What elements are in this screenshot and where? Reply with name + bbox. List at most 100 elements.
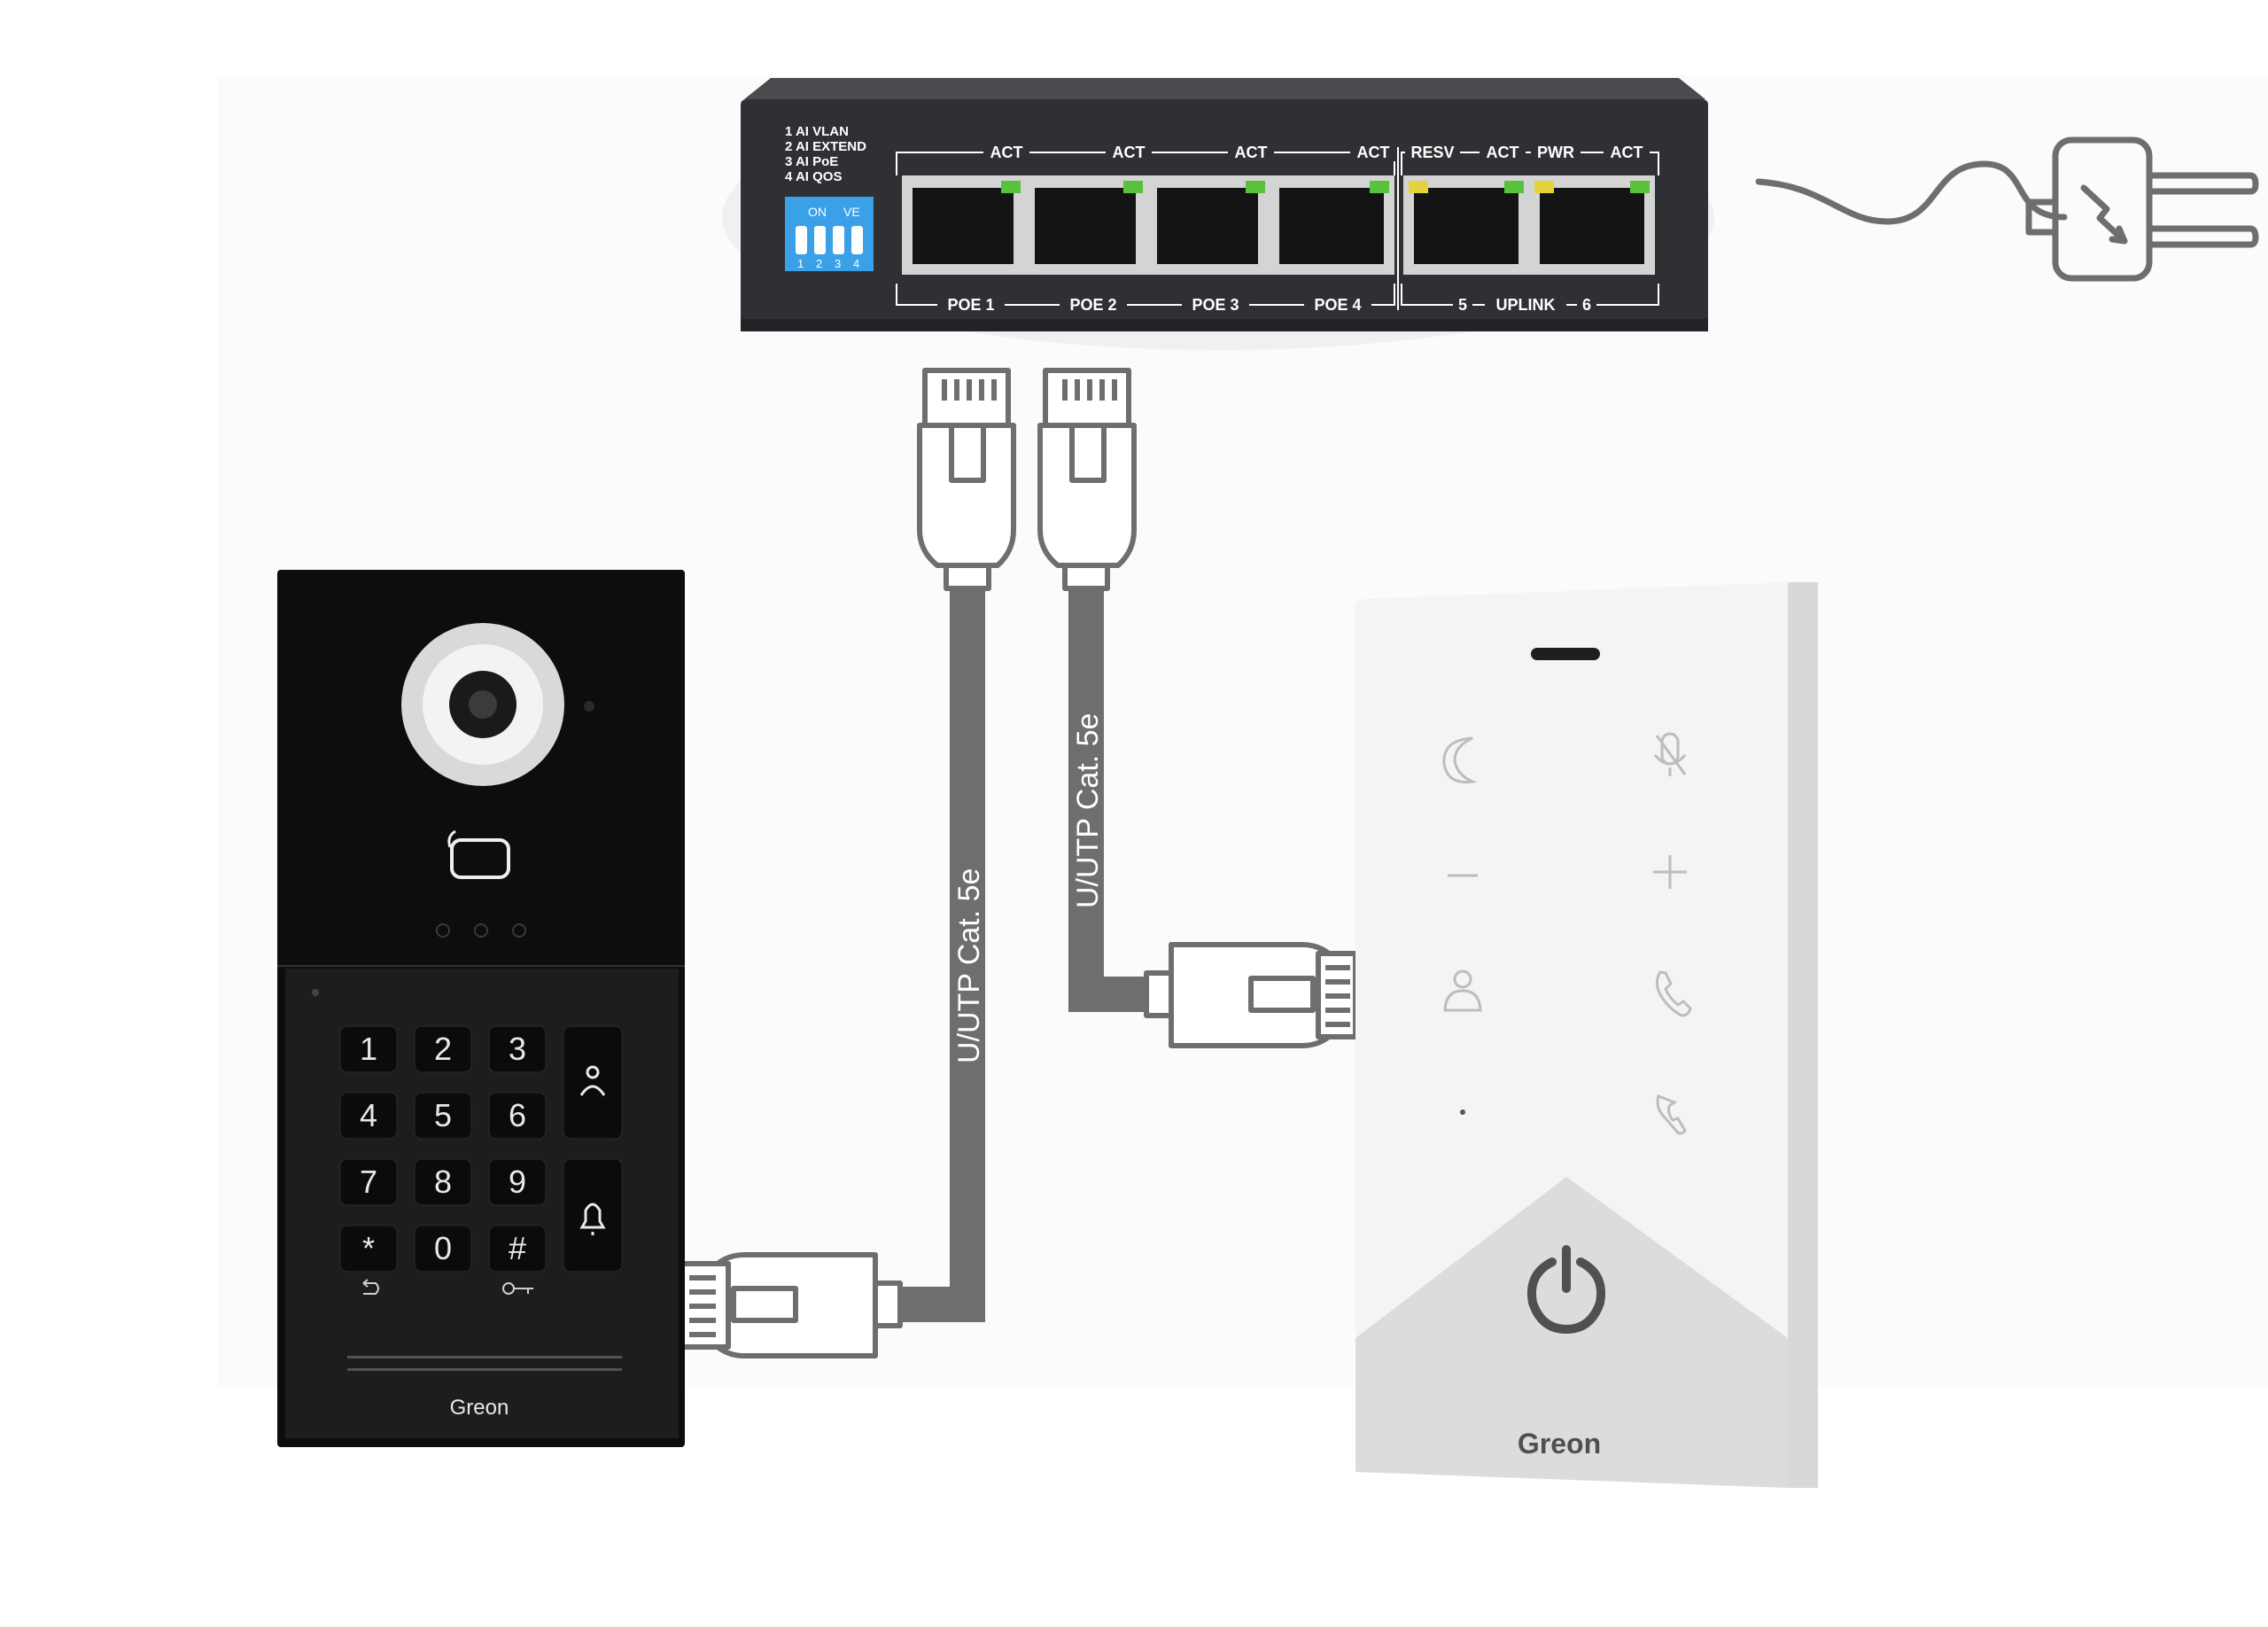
key-star[interactable] xyxy=(339,1225,398,1273)
dip-lever-1[interactable] xyxy=(796,226,807,254)
port-top-label-act-5: ACT xyxy=(1487,144,1519,161)
led-green-icon xyxy=(1246,181,1265,193)
night-mode-icon[interactable] xyxy=(1442,736,1478,784)
rj45-port-1[interactable] xyxy=(902,175,1024,275)
rj45-port-4[interactable] xyxy=(1269,175,1394,275)
panel-cable-vertical xyxy=(950,580,985,1322)
call-button[interactable] xyxy=(563,1158,623,1273)
port-top-label-act-2: ACT xyxy=(1113,144,1146,161)
answer-call-icon[interactable] xyxy=(1655,970,1692,1017)
key-0-label: 0 xyxy=(434,1230,452,1266)
port-label-poe-4: POE 4 xyxy=(1314,296,1361,314)
port-top-label-act-1: ACT xyxy=(990,144,1023,161)
lightning-icon xyxy=(2080,184,2128,245)
key-5[interactable] xyxy=(414,1092,472,1140)
key-hash-label: # xyxy=(509,1230,526,1266)
panel-cable-label: U/UTP Cat. 5e xyxy=(952,868,986,1063)
dip-ve-label: VE xyxy=(843,205,860,219)
label-gap-act-3 xyxy=(1228,144,1274,161)
key-4[interactable] xyxy=(339,1092,398,1140)
port-top-label-act-4: ACT xyxy=(1357,144,1390,161)
led-green-icon xyxy=(1370,181,1389,193)
label-gap-act-4 xyxy=(1350,144,1396,161)
rj45-port-6[interactable] xyxy=(1529,175,1655,275)
uplink-ports-top-bracket xyxy=(1401,152,1659,175)
rj45-port-2[interactable] xyxy=(1024,175,1146,275)
hang-up-icon[interactable] xyxy=(1656,1094,1687,1135)
key-8[interactable] xyxy=(414,1158,472,1206)
led-green-icon xyxy=(1504,181,1524,193)
key-2[interactable] xyxy=(414,1025,472,1073)
led-green-icon xyxy=(1630,181,1650,193)
dip-number-1: 1 xyxy=(797,257,804,270)
label-gap-5 xyxy=(1453,296,1472,314)
dip-number-4: 4 xyxy=(853,257,859,270)
rj45-plug-into-monitor xyxy=(1144,942,1358,1048)
door-panel: 1 2 3 4 5 6 7 8 9 * 0 # xyxy=(277,570,685,1447)
key-star-label: * xyxy=(362,1230,375,1266)
label-gap-resv xyxy=(1405,144,1460,161)
label-gap-act-5 xyxy=(1480,144,1526,161)
bell-icon xyxy=(579,1203,606,1235)
indoor-monitor: Greon xyxy=(1355,582,1818,1488)
monitor-side-edge xyxy=(1788,582,1818,1488)
monitor-cable-label: U/UTP Cat. 5e xyxy=(1071,713,1105,908)
microphone-icon xyxy=(312,989,319,996)
key-1[interactable] xyxy=(339,1025,398,1073)
door-panel-brand-logo: Greon xyxy=(450,1396,509,1420)
camera-lens xyxy=(469,690,497,719)
label-gap-poe4 xyxy=(1304,296,1371,314)
key-8-label: 8 xyxy=(434,1164,452,1200)
power-plug xyxy=(1755,136,2259,282)
concierge-button[interactable] xyxy=(563,1025,623,1140)
port-label-poe-2: POE 2 xyxy=(1069,296,1116,314)
dip-lever-2[interactable] xyxy=(814,226,826,254)
card-reader-icon xyxy=(450,838,510,879)
status-talk-icon xyxy=(474,923,488,938)
monitor-cable-horizontal xyxy=(1068,977,1152,1012)
status-call-icon xyxy=(436,923,450,938)
port-label-5: 5 xyxy=(1458,296,1467,314)
key-3-label: 3 xyxy=(509,1031,526,1067)
key-hash[interactable] xyxy=(488,1225,547,1273)
switch-top-face xyxy=(744,78,1705,99)
power-button[interactable] xyxy=(1527,1245,1605,1335)
port-label-uplink: UPLINK xyxy=(1496,296,1556,314)
label-gap-poe1 xyxy=(937,296,1005,314)
key-9[interactable] xyxy=(488,1158,547,1206)
rj45-port-3[interactable] xyxy=(1146,175,1269,275)
contacts-icon[interactable] xyxy=(1443,969,1482,1012)
switch-bottom-edge xyxy=(741,319,1708,331)
key-5-label: 5 xyxy=(434,1097,452,1133)
dip-lever-3[interactable] xyxy=(833,226,844,254)
mute-icon[interactable] xyxy=(1653,732,1687,776)
dip-number-2: 2 xyxy=(816,257,822,270)
monitor-brand-logo: Greon xyxy=(1518,1428,1601,1460)
port-label-poe-3: POE 3 xyxy=(1192,296,1239,314)
port-top-label-resv: RESV xyxy=(1410,144,1454,161)
monitor-microphone-icon xyxy=(1460,1109,1465,1115)
key-7[interactable] xyxy=(339,1158,398,1206)
sensor-icon xyxy=(584,701,594,712)
label-gap-pwr xyxy=(1531,144,1581,161)
led-green-icon xyxy=(1123,181,1143,193)
key-0[interactable] xyxy=(414,1225,472,1273)
dip-legend-4: 4 AI QOS xyxy=(785,169,842,184)
back-icon xyxy=(362,1279,379,1295)
label-gap-6 xyxy=(1577,296,1596,314)
volume-up-icon[interactable] xyxy=(1653,855,1687,889)
key-3[interactable] xyxy=(488,1025,547,1073)
dip-lever-4[interactable] xyxy=(851,226,863,254)
led-green-icon xyxy=(1001,181,1021,193)
rj45-port-5[interactable] xyxy=(1403,175,1529,275)
key-9-label: 9 xyxy=(509,1164,526,1200)
key-6[interactable] xyxy=(488,1092,547,1140)
port-top-label-act-6: ACT xyxy=(1611,144,1643,161)
key-6-label: 6 xyxy=(509,1097,526,1133)
poe-switch: 1 AI VLAN 2 AI EXTEND 3 AI PoE 4 AI QOS … xyxy=(722,78,1714,350)
port-top-label-pwr: PWR xyxy=(1537,144,1574,161)
dip-legend-3: 3 AI PoE xyxy=(785,154,838,169)
dip-number-3: 3 xyxy=(835,257,841,270)
poe-ports-bottom-bracket xyxy=(896,284,1395,306)
power-cord xyxy=(1755,160,2068,225)
